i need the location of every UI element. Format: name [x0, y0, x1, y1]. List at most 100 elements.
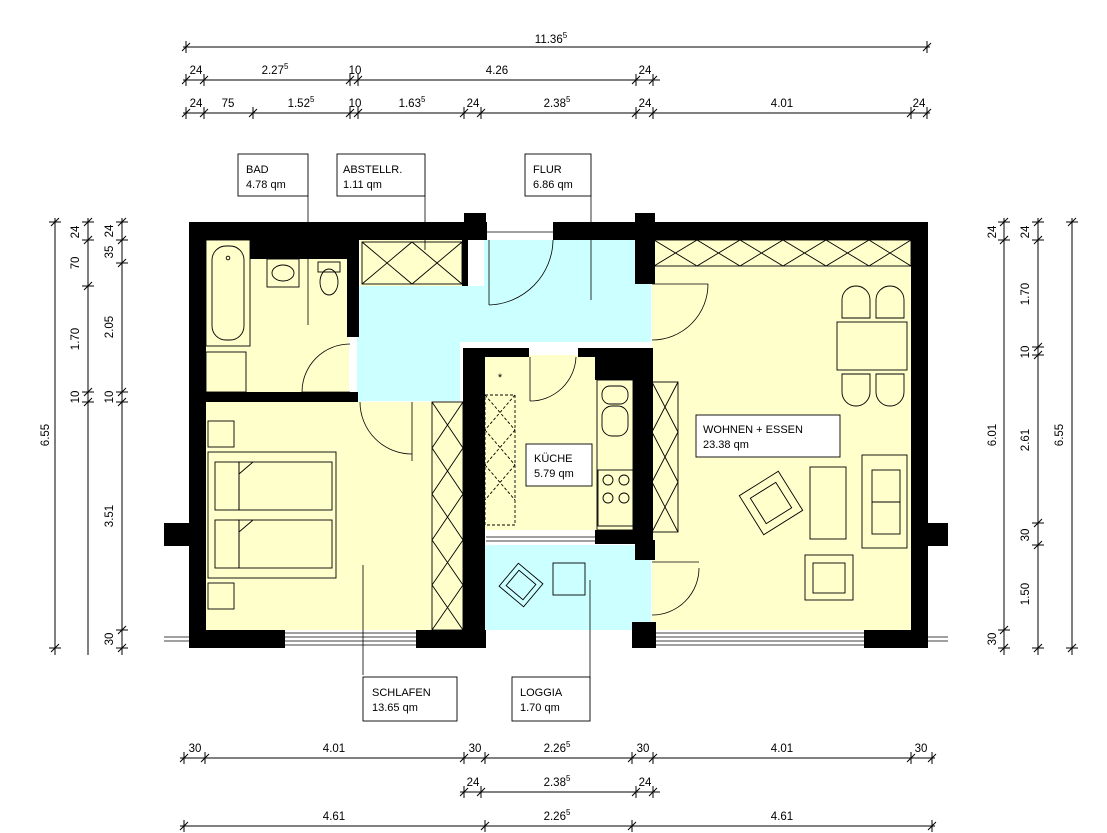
dim-right-b-5: 1.50 [1020, 583, 1032, 605]
room-flur-area: 6.86 qm [533, 179, 573, 191]
kueche-fill [485, 355, 595, 530]
wall-bottom-4 [864, 630, 928, 648]
dim-right-b-2: 10 [1020, 346, 1032, 359]
room-abstellr-name: ABSTELLR. [343, 164, 402, 176]
dim-right-b-0: 24 [1020, 225, 1032, 238]
dim-top-r2-2: 10 [349, 65, 362, 77]
bathtub [205, 239, 251, 347]
abstellr-fill [360, 240, 464, 286]
room-wohnen-name: WOHNEN + ESSEN [703, 424, 803, 436]
room-fills [206, 240, 911, 630]
dim-top-r2-1: 2.275 [262, 62, 289, 77]
dim-bot-r2-2: 24 [639, 777, 652, 789]
wall-loggia-left-bottom [463, 530, 485, 544]
room-loggia-area: 1.70 qm [520, 702, 560, 714]
dim-left-a-4: 3.51 [104, 505, 116, 527]
wall-bottom-2 [416, 630, 486, 648]
dim-top-r2-4: 24 [639, 65, 652, 77]
washing-machine [205, 351, 247, 393]
bottom-dimension-lines [179, 752, 937, 832]
top-dimension-lines [181, 41, 932, 119]
washbasin [266, 258, 300, 288]
kueche-fill-2 [595, 380, 633, 530]
wall-kueche-right [633, 348, 653, 544]
bad-fill [206, 240, 349, 392]
wall-left-stub [164, 523, 190, 546]
dim-left-b-2: 2.05 [104, 316, 116, 338]
dim-right-a-1: 6.01 [987, 424, 999, 446]
dim-top-r3-0: 24 [190, 98, 203, 110]
room-kueche-area: 5.79 qm [534, 468, 574, 480]
dim-bot-r3-0: 4.61 [323, 811, 345, 823]
dim-top-r3-3: 10 [349, 98, 362, 110]
flur-fill [357, 240, 651, 401]
wall-kueche-top-2 [578, 348, 653, 357]
wall-top-right [553, 222, 928, 240]
dim-left-a-3: 10 [70, 391, 82, 404]
dim-top-r3-6: 2.385 [544, 95, 571, 110]
dim-top-r3-1: 75 [222, 98, 235, 110]
toilet-tank [317, 261, 341, 273]
dim-bot-r2-1: 2.385 [544, 774, 571, 789]
dim-bot-r1-0: 30 [189, 743, 202, 755]
dim-top-r2-0: 24 [190, 65, 203, 77]
right-dimension-lines [998, 217, 1078, 655]
dim-left-outer: 6.55 [40, 424, 52, 446]
wall-schlafen-right [463, 348, 485, 630]
wall-kueche-inner [595, 357, 633, 380]
toilet-bowl [319, 268, 339, 296]
room-labels: BAD 4.78 qm ABSTELLR. 1.11 qm FLUR 6.86 … [237, 153, 841, 722]
dim-right-a-2: 30 [987, 633, 999, 646]
wall-kueche-top-1 [463, 348, 529, 357]
loggia-fill [485, 545, 651, 630]
room-schlafen-name: SCHLAFEN [372, 687, 431, 699]
double-bed [207, 451, 337, 579]
right-dimension-texts: 24 6.01 30 24 1.70 10 2.61 30 1.50 6.55 [987, 225, 1066, 645]
wall-top-wohn-stub [635, 222, 655, 284]
room-schlafen-area: 13.65 qm [372, 702, 418, 714]
dim-top-r3-9: 24 [913, 98, 926, 110]
wall-abstellr-right [462, 240, 468, 286]
wall-bottom-1 [189, 630, 285, 648]
dim-right-b-4: 30 [1020, 529, 1032, 542]
dim-right-a-0: 24 [987, 225, 999, 238]
dim-bot-r3-1: 2.265 [544, 808, 571, 823]
top-dimension-texts: 11.365 24 2.275 10 4.26 24 24 75 1.525 1… [190, 31, 926, 110]
dim-right-outer: 6.55 [1054, 424, 1066, 446]
coffee-table [809, 466, 847, 540]
dim-bot-r3-2: 4.61 [771, 811, 793, 823]
wall-left [189, 222, 206, 648]
dim-top-total: 11.365 [535, 31, 568, 46]
wall-bad-bottom [206, 392, 358, 402]
room-bad-name: BAD [246, 164, 269, 176]
dim-left-b-0: 35 [104, 246, 116, 259]
wall-bad-right [347, 240, 359, 337]
room-abstellr-area: 1.11 qm [343, 179, 382, 191]
dim-left-a-1: 70 [70, 257, 82, 270]
wall-bad-top-thick [250, 240, 350, 259]
dim-left-b-3: 10 [104, 391, 116, 404]
schlafen-fill [206, 402, 464, 630]
dim-top-r3-5: 24 [467, 98, 480, 110]
wall-kueche-stub [635, 540, 655, 560]
dim-bot-r1-6: 30 [915, 743, 928, 755]
dim-bot-r1-4: 30 [637, 743, 650, 755]
dining-table [836, 321, 908, 371]
dim-bot-r1-5: 4.01 [771, 743, 793, 755]
dim-top-r3-8: 4.01 [771, 98, 793, 110]
left-dimension-lines [49, 217, 128, 655]
dim-left-b-1: 24 [104, 224, 116, 237]
room-flur-name: FLUR [533, 164, 562, 176]
room-wohnen-area: 23.38 qm [703, 439, 749, 451]
furniture [205, 239, 912, 631]
left-dimension-texts: 6.55 24 70 1.70 10 3.51 30 35 24 2.05 10 [40, 224, 116, 645]
room-kueche-name: KÜCHE [534, 453, 573, 465]
room-loggia-name: LOGGIA [520, 687, 563, 699]
wall-right [911, 222, 928, 648]
wall-top-left [189, 222, 487, 240]
dim-right-b-1: 1.70 [1020, 283, 1032, 305]
dim-left-a-5: 30 [104, 633, 116, 646]
sofa [861, 454, 908, 549]
kitchen-asterisk: * [498, 372, 503, 384]
